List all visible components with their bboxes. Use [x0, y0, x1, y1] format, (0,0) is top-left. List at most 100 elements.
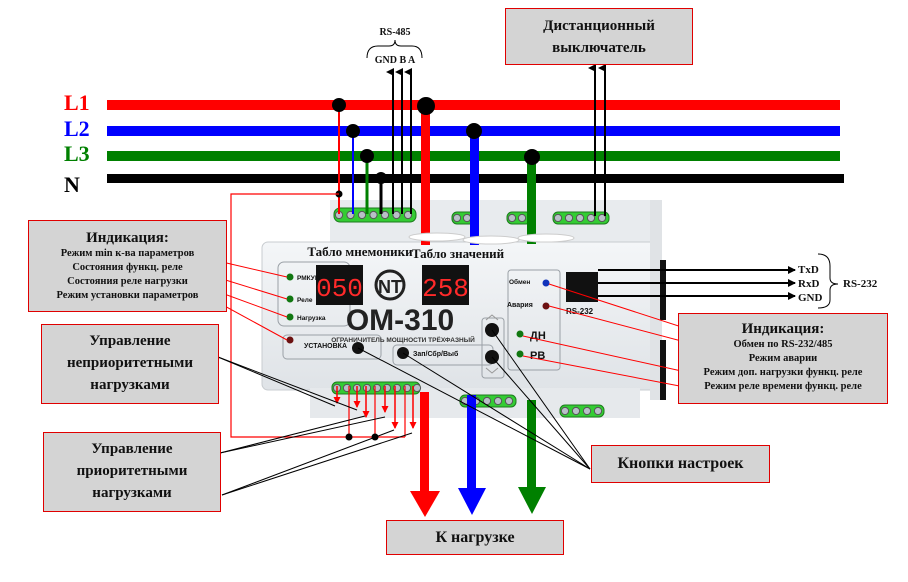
- to-load-label: К нагрузке: [435, 529, 515, 546]
- led-relay-label: Реле: [297, 297, 313, 304]
- terminal-screw: [504, 396, 514, 406]
- settings-buttons-label: Кнопки настроек: [617, 455, 744, 472]
- line-label-l1: L1: [64, 90, 90, 115]
- rs232-pin-gnd: GND: [798, 292, 823, 304]
- indication-left-item: Режим min к-ва параметров: [60, 248, 195, 259]
- line-label-l2: L2: [64, 116, 90, 141]
- indication-left-item: Режим установки параметров: [56, 290, 199, 301]
- indication-right-box: Индикация: Обмен по RS-232/485 Режим ава…: [678, 313, 888, 404]
- indication-right-item: Режим реле времени функц. реле: [704, 381, 862, 392]
- led-rv: [516, 350, 524, 358]
- load-control-outputs: [333, 386, 417, 441]
- led-rmkup-label: РМКУП: [297, 275, 320, 282]
- terminal-screw: [362, 383, 372, 393]
- indication-left-box: Индикация: Режим min к-ва параметров Сос…: [28, 220, 227, 312]
- alarm-label: Авария: [507, 302, 533, 309]
- terminal-screw: [462, 213, 472, 223]
- terminal-screw: [507, 213, 517, 223]
- non-priority-line1: Управление: [89, 333, 171, 349]
- mnemonic-display-label: Табло мнемоники: [307, 244, 413, 259]
- terminal-screw: [582, 406, 592, 416]
- terminal-screw: [553, 213, 563, 223]
- indication-right-item: Режим доп. нагрузки функц. реле: [703, 367, 863, 378]
- non-priority-line2: неприоритетными: [66, 355, 194, 371]
- priority-line2: приоритетными: [76, 463, 188, 479]
- save-reset-select-label: Зап/Сбр/Выб: [413, 350, 459, 358]
- arrow-down-icon-l3: [518, 487, 546, 514]
- terminal-screw: [380, 210, 390, 220]
- rs232-port-label: RS-232: [566, 307, 594, 316]
- rs485-title: RS-485: [379, 27, 410, 38]
- rs232-title: RS-232: [843, 278, 878, 290]
- terminal-screw: [593, 406, 603, 416]
- to-load-box: К нагрузке: [386, 520, 564, 555]
- rs232-pin-txd: TxD: [798, 264, 819, 276]
- led-exchange: [542, 279, 550, 287]
- value-display: 258: [422, 265, 469, 305]
- dn-label: ДН: [530, 330, 546, 342]
- rs232-port: [566, 272, 598, 302]
- device-model: OM-310: [346, 304, 454, 337]
- settings-buttons-box: Кнопки настроек: [591, 445, 770, 483]
- supply-wires: [332, 98, 387, 214]
- non-priority-loads-box: Управление неприоритетными нагрузками: [41, 324, 219, 404]
- mnemonic-display: 050: [316, 265, 363, 305]
- line-label-n: N: [64, 172, 80, 197]
- indication-right-item: Режим аварии: [748, 353, 818, 364]
- led-relay: [286, 295, 294, 303]
- line-l1: [107, 100, 840, 110]
- rv-label: РВ: [530, 350, 545, 362]
- setup-label: УСТАНОВКА: [304, 343, 347, 350]
- callout-leaders: [217, 329, 591, 496]
- priority-line3: нагрузками: [92, 485, 172, 501]
- terminal-screw: [412, 383, 422, 393]
- terminal-screw: [571, 406, 581, 416]
- led-load: [286, 313, 294, 321]
- rs232-wires: [598, 253, 839, 309]
- value-display-value: 258: [422, 274, 469, 304]
- terminal-screw: [452, 213, 462, 223]
- terminal-screw: [586, 213, 596, 223]
- arrow-down-icon-l2: [458, 488, 486, 515]
- remote-switch-line1: Дистанционный: [543, 18, 655, 34]
- indication-left-title: Индикация:: [86, 230, 169, 246]
- terminal-screw: [403, 210, 413, 220]
- rs485-pins: GND B A: [375, 55, 416, 66]
- remote-switch-box: Дистанционный выключатель: [505, 8, 693, 65]
- svg-text:NT: NT: [378, 277, 402, 297]
- control-loop-wire: [230, 193, 405, 438]
- device-subtitle: ОГРАНИЧИТЕЛЬ МОЩНОСТИ ТРЁХФАЗНЫЙ: [331, 335, 475, 344]
- led-alarm: [542, 302, 550, 310]
- terminal-screw: [369, 210, 378, 220]
- terminal-screw: [493, 396, 503, 406]
- priority-loads-box: Управление приоритетными нагрузками: [43, 432, 221, 512]
- device-body: [261, 200, 666, 418]
- remote-switch-line2: выключатель: [552, 40, 646, 56]
- indication-right-item: Обмен по RS-232/485: [733, 339, 833, 350]
- led-rmkup: [286, 273, 294, 281]
- chevron-up-icon: [485, 314, 499, 321]
- led-setup: [286, 336, 294, 344]
- rs232-pin-rxd: RxD: [798, 278, 819, 290]
- line-label-l3: L3: [64, 141, 90, 166]
- non-priority-line3: нагрузками: [90, 377, 170, 393]
- indication-left-item: Состояния функц. реле: [72, 262, 183, 273]
- rs485-wires: [366, 39, 423, 214]
- terminal-screw: [597, 213, 607, 223]
- terminal-screw: [575, 213, 585, 223]
- brand-logo-icon: NT: [374, 269, 406, 301]
- exchange-label: Обмен: [509, 278, 530, 286]
- led-dn: [516, 330, 524, 338]
- value-display-label: Табло значений: [412, 246, 505, 261]
- load-output-arrows: [410, 392, 546, 517]
- mnemonic-display-value: 050: [316, 274, 363, 304]
- remote-switch-wires: [588, 64, 606, 216]
- terminal-screw: [357, 210, 367, 220]
- indication-right-title: Индикация:: [741, 321, 825, 337]
- terminal-screw: [560, 406, 570, 416]
- terminal-screw: [392, 210, 401, 220]
- arrow-down-icon-l1: [410, 491, 440, 517]
- terminal-screw: [564, 213, 574, 223]
- led-load-label: Нагрузка: [297, 315, 326, 322]
